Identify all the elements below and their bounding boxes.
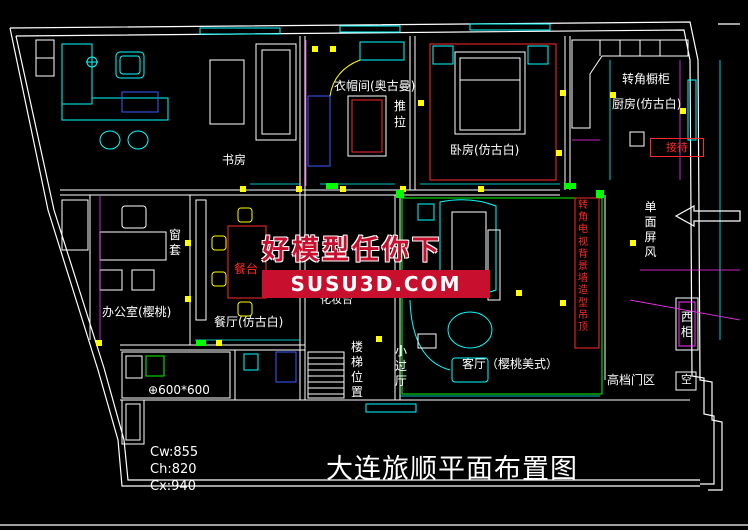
watermark-slogan: 好模型任你下 — [262, 235, 442, 266]
stair — [307, 351, 345, 399]
tv-wall — [574, 197, 600, 349]
entry-arrow — [674, 204, 741, 228]
interior-walls — [60, 36, 690, 401]
room-label-office: 办公室(樱桃) — [102, 305, 172, 319]
room-label-dining: 餐厅(仿古白) — [214, 315, 284, 329]
room-label-single-screen: 单面屏风 — [644, 200, 657, 259]
dim-cx: Cx:940 — [150, 479, 196, 494]
room-label-empty: 空 — [681, 373, 692, 386]
room-label-stair: 楼梯位置 — [350, 340, 363, 399]
corner-cabinet — [571, 39, 689, 147]
cloakroom-furniture — [307, 41, 405, 167]
study-sofa — [35, 39, 297, 141]
bottom-kitchen — [121, 351, 297, 445]
bed — [429, 43, 557, 181]
tile-size-icon: ⊕ — [148, 383, 159, 397]
plan-title: 大连旅顺平面布置图 — [326, 454, 578, 485]
room-label-dining-table: 餐台 — [234, 262, 259, 276]
watermark: 好模型任你下 SUSU3D.COM — [262, 228, 490, 300]
cabinet-dimensions: Cw:855 Ch:820 Cx:940 — [150, 444, 198, 495]
study-furniture — [61, 43, 169, 150]
tile-size-text: 600*600 — [158, 383, 210, 397]
tile-size-label: ⊕600*600 — [148, 384, 210, 397]
office-furniture — [61, 199, 167, 291]
tv-wall-label: 转角电视背景墙造型吊顶 — [578, 200, 588, 334]
room-label-push-pull: 推拉 — [394, 98, 408, 130]
side-cabinet — [675, 297, 699, 391]
dim-ch: Ch:820 — [150, 462, 197, 477]
room-label-study: 书房 — [222, 153, 247, 167]
windows — [199, 23, 697, 413]
room-label-living: 客厅（樱桃美式） — [462, 357, 559, 371]
room-label-cloakroom: 衣帽间(奥古曼) — [334, 79, 416, 93]
dim-cw: Cw:855 — [150, 445, 199, 460]
room-label-bedroom: 卧房(仿古白) — [450, 143, 520, 157]
room-label-corner-cabinet: 转角橱柜 — [622, 72, 671, 86]
room-label-small-hall: 小过厅 — [394, 344, 407, 388]
reception-box: 接待 — [650, 138, 704, 157]
dimension-lines — [195, 60, 721, 397]
room-label-kitchen: 厨房(仿古白) — [612, 97, 682, 111]
push-pull-text: 推拉 — [394, 99, 407, 129]
dining-furniture — [195, 199, 267, 321]
room-label-window-seat: 窗套 — [168, 228, 181, 257]
yellow-markers — [96, 46, 686, 346]
green-markers — [196, 183, 604, 346]
room-label-high-door: 高档门区 — [607, 373, 656, 387]
room-label-side-cabinet: 西柜 — [680, 310, 693, 339]
magenta-lines — [99, 40, 741, 340]
watermark-site: SUSU3D.COM — [262, 270, 490, 298]
